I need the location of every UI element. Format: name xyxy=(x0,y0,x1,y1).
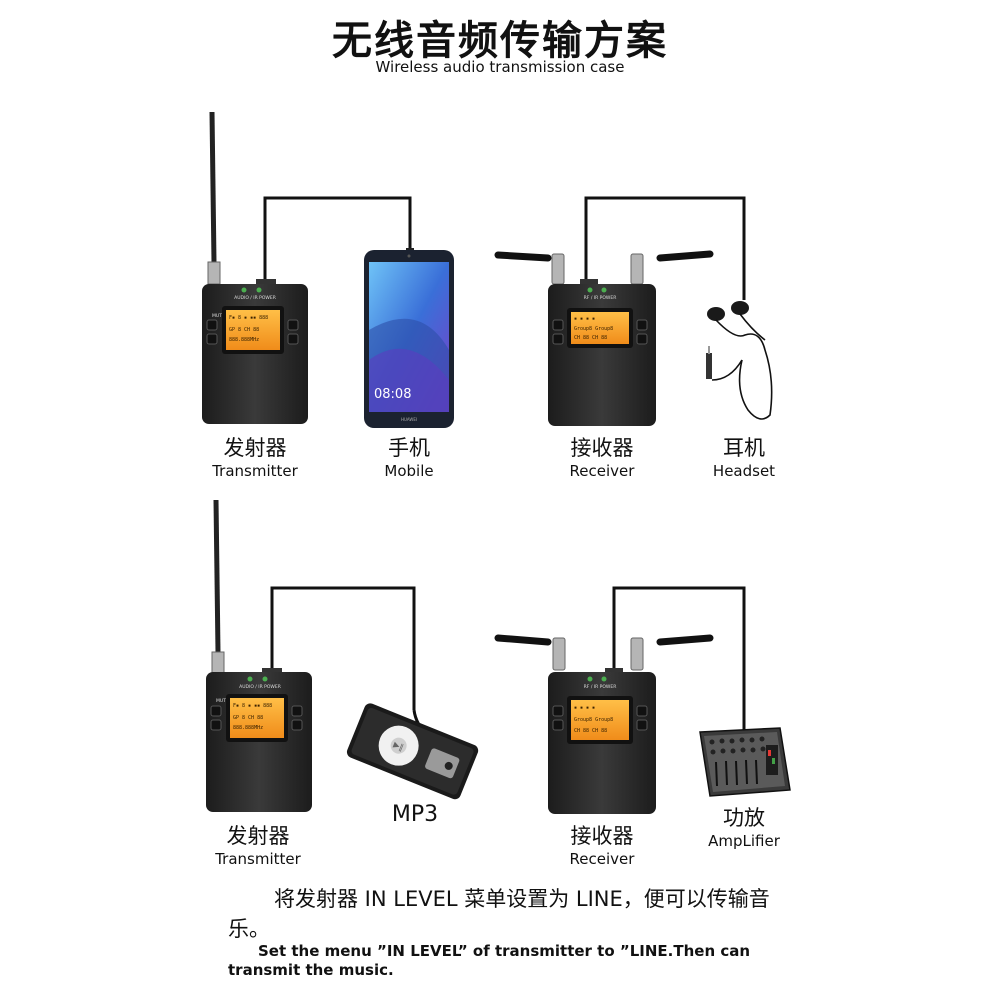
lcd-line: 888.888MHz xyxy=(229,337,259,343)
button-icon[interactable] xyxy=(211,720,221,730)
label-en: Headset xyxy=(684,462,804,480)
power-led-icon xyxy=(602,677,607,682)
lcd-line: Group8 Group8 xyxy=(574,717,613,723)
lcd-line: ▪ ▪ ▪ ▪ xyxy=(574,316,595,322)
button-icon[interactable] xyxy=(288,320,298,330)
mobile-phone: 08:08 HUAWEI xyxy=(364,248,454,428)
button-icon[interactable] xyxy=(553,720,563,730)
label-text: MP3 xyxy=(355,802,475,827)
lcd-line: F▪ 8 ▪ ▪▪ 888 xyxy=(233,703,272,709)
power-led-icon xyxy=(257,288,262,293)
lcd-line: 888.888MHz xyxy=(233,725,263,731)
lcd-line: ▪ ▪ ▪ ▪ xyxy=(574,705,595,711)
label-mp3: MP3 xyxy=(355,802,475,827)
button-icon[interactable] xyxy=(292,706,302,716)
instruction-note-cn: 将发射器 IN LEVEL 菜单设置为 LINE，便可以传输音乐。 xyxy=(228,884,788,944)
lcd-line: F▪ 8 ▪ ▪▪ 888 xyxy=(229,315,268,321)
label-en: AmpLifier xyxy=(684,832,804,850)
button-icon[interactable] xyxy=(553,706,563,716)
receiver-2: RF / IR POWER ▪ ▪ ▪ ▪ Group8 Group8 CH 8… xyxy=(498,638,710,814)
button-icon[interactable] xyxy=(207,334,217,344)
power-led-icon xyxy=(263,677,268,682)
label-headset: 耳机 Headset xyxy=(684,432,804,480)
button-icon[interactable] xyxy=(553,334,563,344)
amplifier-mixer xyxy=(700,728,790,796)
button-icon[interactable] xyxy=(288,334,298,344)
label-cn: 手机 xyxy=(349,432,469,462)
button-icon[interactable] xyxy=(553,320,563,330)
button-icon[interactable] xyxy=(637,320,647,330)
label-en: Transmitter xyxy=(195,462,315,480)
lcd-line: Group8 Group8 xyxy=(574,326,613,332)
rf-led-icon xyxy=(588,288,593,293)
label-en: Transmitter xyxy=(198,850,318,868)
label-cn: 发射器 xyxy=(198,820,318,850)
label-amplifier: 功放 AmpLifier xyxy=(684,802,804,850)
lcd-line: GP 8 CH 88 xyxy=(233,715,263,721)
phone-clock: 08:08 xyxy=(374,387,411,402)
cable-rx1-headset xyxy=(586,198,744,285)
label-en: Receiver xyxy=(542,462,662,480)
transmitter-1: AUDIO / IR POWER MUTE F▪ 8 ▪ ▪▪ 888 GP 8… xyxy=(202,112,308,424)
label-transmitter-1: 发射器 Transmitter xyxy=(195,432,315,480)
label-en: Mobile xyxy=(349,462,469,480)
label-receiver-2: 接收器 Receiver xyxy=(542,820,662,868)
lcd-line: CH 88 CH 88 xyxy=(574,335,607,341)
power-led-icon xyxy=(602,288,607,293)
button-icon[interactable] xyxy=(207,320,217,330)
phone-brand: HUAWEI xyxy=(401,417,417,422)
label-receiver-1: 接收器 Receiver xyxy=(542,432,662,480)
button-icon[interactable] xyxy=(637,720,647,730)
label-cn: 功放 xyxy=(684,802,804,832)
instruction-note-en: Set the menu ”IN LEVEL” of transmitter t… xyxy=(228,942,788,980)
audio-led-icon xyxy=(242,288,247,293)
label-cn: 发射器 xyxy=(195,432,315,462)
indicator-label: AUDIO / IR POWER xyxy=(239,684,281,690)
lcd-line: GP 8 CH 88 xyxy=(229,327,259,333)
label-cn: 接收器 xyxy=(542,820,662,850)
button-icon[interactable] xyxy=(637,706,647,716)
label-cn: 耳机 xyxy=(684,432,804,462)
mp3-player: ▶‖ xyxy=(345,702,480,801)
audio-led-icon xyxy=(248,677,253,682)
button-icon[interactable] xyxy=(211,706,221,716)
receiver-1: RF / IR POWER ▪ ▪ ▪ ▪ Group8 Group8 CH 8… xyxy=(498,254,710,426)
button-icon[interactable] xyxy=(292,720,302,730)
lcd-line: CH 88 CH 88 xyxy=(574,728,607,734)
label-mobile: 手机 Mobile xyxy=(349,432,469,480)
button-icon[interactable] xyxy=(637,334,647,344)
label-transmitter-2: 发射器 Transmitter xyxy=(198,820,318,868)
indicator-label: RF / IR POWER xyxy=(584,295,617,301)
transmitter-2: AUDIO / IR POWER MUTE F▪ 8 ▪ ▪▪ 888 GP 8… xyxy=(206,500,312,812)
indicator-label: AUDIO / IR POWER xyxy=(234,295,276,301)
indicator-label: RF / IR POWER xyxy=(584,684,617,690)
label-en: Receiver xyxy=(542,850,662,868)
rf-led-icon xyxy=(588,677,593,682)
headset-earphones xyxy=(706,285,772,419)
label-cn: 接收器 xyxy=(542,432,662,462)
